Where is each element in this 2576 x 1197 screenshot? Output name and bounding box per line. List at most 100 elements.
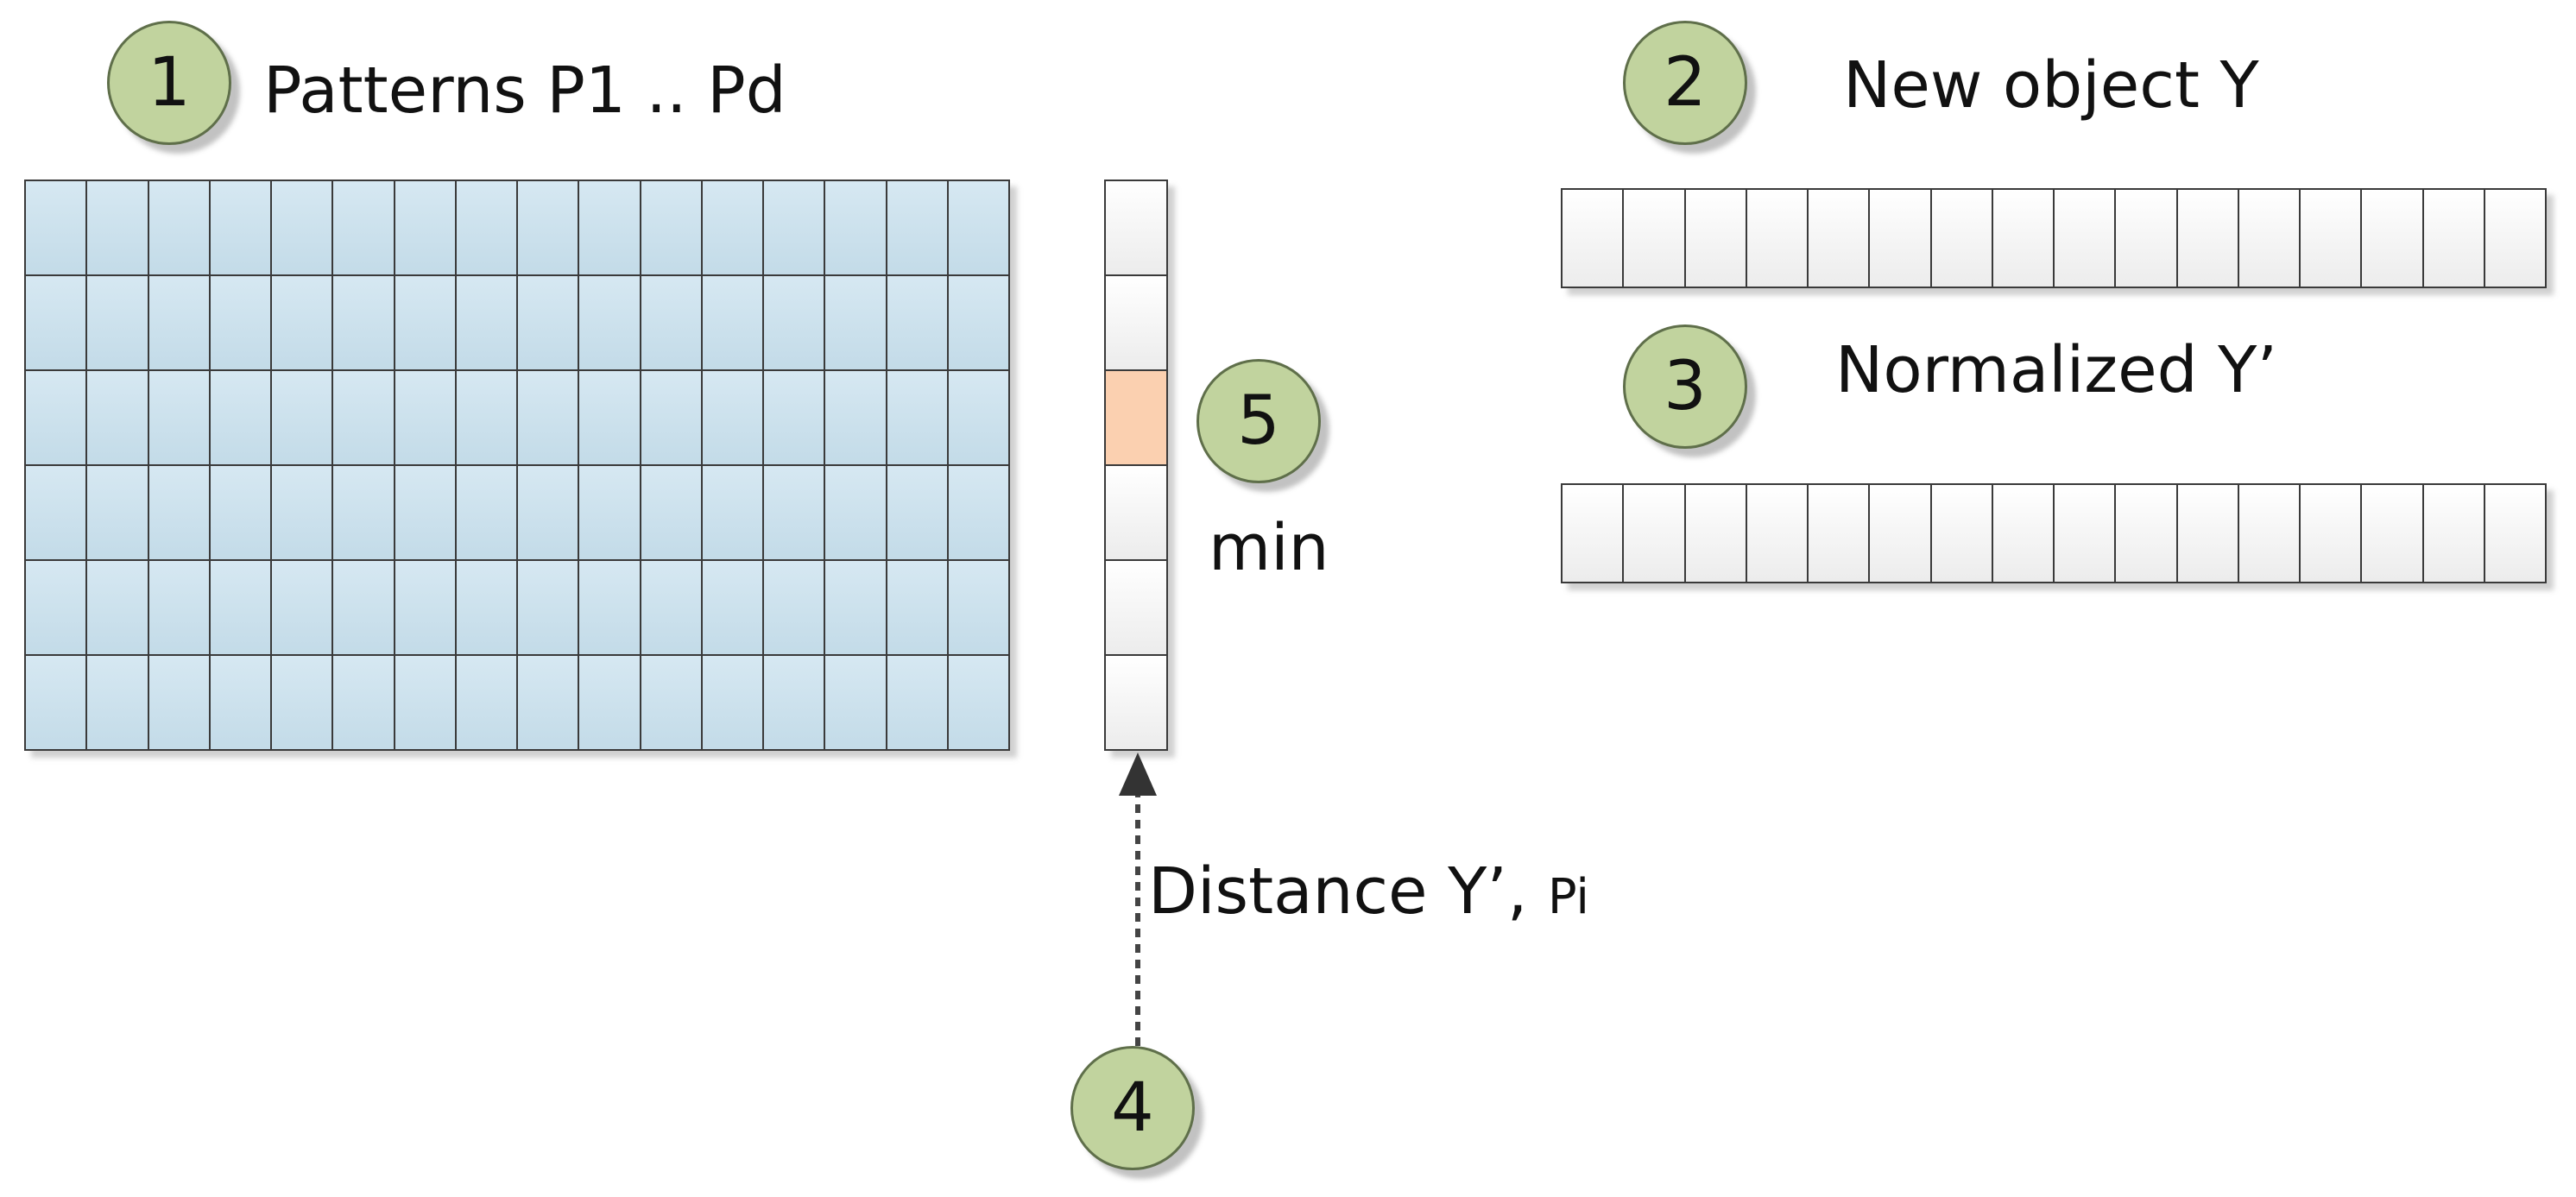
vector-cell (1685, 190, 1747, 288)
pattern-cell (887, 561, 949, 656)
vector-cell (1870, 190, 1932, 288)
pattern-cell (641, 276, 703, 371)
pattern-cell (210, 276, 272, 371)
pattern-cell (825, 561, 887, 656)
pattern-cell (26, 561, 88, 656)
pattern-cell (948, 466, 1010, 561)
pattern-cell (825, 656, 887, 751)
vector-cell (2116, 485, 2178, 583)
pattern-cell (148, 276, 211, 371)
pattern-cell (272, 276, 334, 371)
vector-cell (1746, 485, 1809, 583)
pattern-cell (395, 276, 457, 371)
pattern-cell (764, 371, 826, 466)
distance-cell (1106, 466, 1168, 561)
patterns-label: Patterns P1 .. Pd (263, 54, 786, 128)
pattern-cell (456, 561, 518, 656)
pattern-cell (148, 181, 211, 276)
pattern-cell (764, 466, 826, 561)
pattern-cell (148, 561, 211, 656)
vector-cell (2177, 485, 2239, 583)
min-label: min (1209, 511, 1329, 585)
distance-arrow-head (1119, 753, 1157, 796)
pattern-cell (210, 656, 272, 751)
pattern-cell (272, 371, 334, 466)
pattern-cell (456, 466, 518, 561)
vector-cell (2423, 485, 2485, 583)
pattern-cell (518, 656, 580, 751)
pattern-cell (948, 371, 1010, 466)
pattern-cell (333, 276, 395, 371)
pattern-cell (26, 466, 88, 561)
pattern-cell (702, 656, 764, 751)
pattern-cell (456, 371, 518, 466)
pattern-cell (764, 276, 826, 371)
pattern-cell (456, 276, 518, 371)
pattern-cell (825, 371, 887, 466)
vector-cell (2484, 485, 2547, 583)
pattern-cell (87, 181, 149, 276)
pattern-cell (702, 371, 764, 466)
vector-cell (1931, 485, 1993, 583)
step-3-badge: 3 (1623, 324, 1747, 449)
vector-cell (2423, 190, 2485, 288)
pattern-cell (641, 181, 703, 276)
pattern-cell (887, 466, 949, 561)
pattern-cell (518, 371, 580, 466)
step-5-badge: 5 (1196, 359, 1321, 483)
pattern-cell (579, 561, 641, 656)
new-object-vector (1561, 188, 2547, 288)
vector-cell (1809, 485, 1871, 583)
pattern-cell (395, 656, 457, 751)
pattern-cell (764, 561, 826, 656)
pattern-cell (702, 181, 764, 276)
pattern-cell (641, 371, 703, 466)
vector-cell (2362, 190, 2424, 288)
pattern-cell (272, 656, 334, 751)
pattern-cell (702, 561, 764, 656)
pattern-cell (148, 466, 211, 561)
vector-cell (2238, 485, 2301, 583)
pattern-cell (825, 466, 887, 561)
pattern-cell (702, 276, 764, 371)
pattern-cell (641, 656, 703, 751)
pattern-cell (210, 466, 272, 561)
distance-cell (1106, 561, 1168, 656)
step-4-badge: 4 (1070, 1046, 1195, 1170)
pattern-cell (456, 656, 518, 751)
pattern-cell (764, 656, 826, 751)
vector-cell (2301, 485, 2363, 583)
distance-label: Distance Y’, Pi (1148, 860, 1589, 923)
vector-cell (2177, 190, 2239, 288)
pattern-cell (948, 181, 1010, 276)
pattern-cell (395, 466, 457, 561)
pattern-cell (272, 561, 334, 656)
pattern-cell (333, 371, 395, 466)
pattern-cell (825, 276, 887, 371)
pattern-cell (641, 466, 703, 561)
pattern-cell (579, 276, 641, 371)
pattern-cell (948, 276, 1010, 371)
pattern-cell (26, 181, 88, 276)
pattern-cell (702, 466, 764, 561)
pattern-cell (148, 656, 211, 751)
pattern-cell (87, 656, 149, 751)
pattern-cell (518, 466, 580, 561)
distance-label-sub: Pi (1547, 869, 1589, 925)
vector-cell (1563, 190, 1625, 288)
pattern-cell (764, 181, 826, 276)
pattern-cell (641, 561, 703, 656)
pattern-cell (26, 656, 88, 751)
vector-cell (2484, 190, 2547, 288)
pattern-cell (579, 181, 641, 276)
pattern-cell (518, 276, 580, 371)
pattern-cell (272, 181, 334, 276)
vector-cell (1992, 485, 2055, 583)
new-object-label: New object Y (1843, 48, 2259, 123)
pattern-cell (333, 656, 395, 751)
vector-cell (2055, 190, 2117, 288)
pattern-cell (26, 371, 88, 466)
distance-cell (1106, 656, 1168, 751)
patterns-matrix (24, 180, 1010, 751)
